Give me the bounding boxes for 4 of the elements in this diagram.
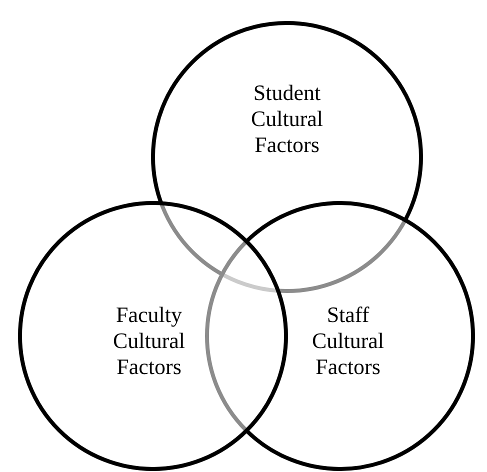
circle-label: Faculty Cultural Factors [112,302,186,380]
circle-label: Student Cultural Factors [250,80,324,158]
venn-circle [18,201,288,471]
circle-label: Staff Cultural Factors [310,302,386,380]
